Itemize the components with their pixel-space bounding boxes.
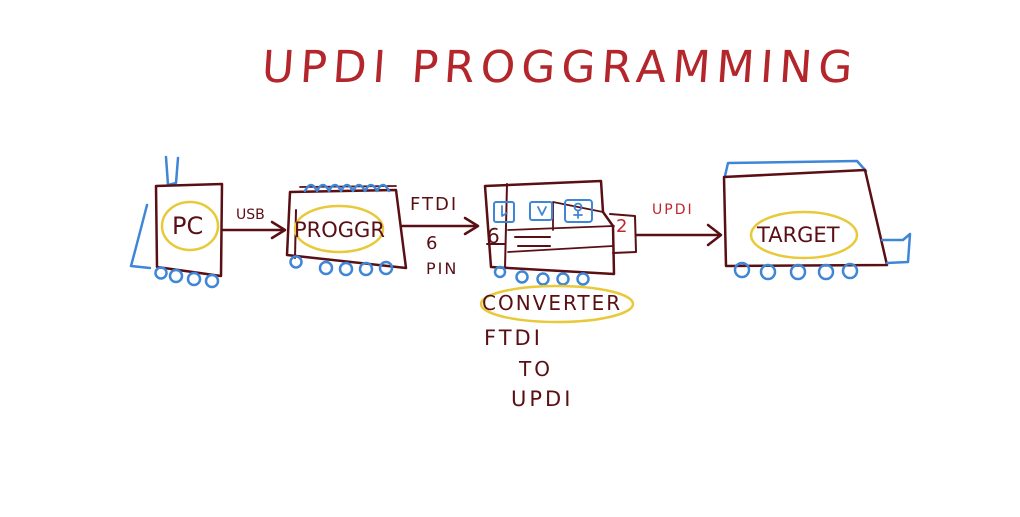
converter-pin-count-right: 2 [616, 216, 628, 237]
updi-arrow [634, 223, 723, 247]
usb-arrow [221, 220, 287, 240]
programmer-block [285, 183, 408, 277]
converter-pin-count-left: 6 [487, 224, 500, 248]
wheel [556, 272, 570, 286]
wheel [493, 265, 507, 279]
updi-link-label: UPDI [652, 202, 694, 218]
ftdi-arrow [399, 216, 480, 236]
wheel [338, 261, 354, 277]
pc-label: PC [172, 212, 204, 240]
wheel [576, 272, 590, 286]
wheel [168, 268, 184, 284]
converter-desc-line1: FTDI [484, 326, 543, 350]
wheel [733, 261, 751, 279]
wheel [318, 260, 334, 276]
wheel [789, 263, 807, 281]
wheel [817, 263, 835, 281]
programmer-highlight [293, 204, 385, 254]
wheel [759, 263, 777, 281]
pc-block [129, 155, 224, 289]
wheel [536, 272, 550, 286]
converter-block [479, 179, 637, 324]
wheel [154, 266, 168, 280]
converter-label: CONVERTER [482, 291, 623, 315]
wheel [289, 255, 303, 269]
pc-highlight [160, 200, 220, 252]
programmer-label: PROGGR [294, 218, 385, 242]
target-highlight [749, 210, 859, 260]
diagram-title: UPDI PROGGRAMMING [260, 42, 861, 93]
wheel [186, 271, 202, 287]
wheel [841, 262, 859, 280]
converter-desc-line3: UPDI [511, 387, 574, 411]
pin-label: PIN [426, 259, 459, 278]
ftdi-link-label: FTDI [410, 194, 459, 215]
six-label: 6 [426, 233, 438, 254]
wheel [358, 261, 374, 277]
usb-label: USB [236, 207, 265, 223]
wheel [515, 270, 529, 284]
target-block [722, 159, 912, 281]
converter-highlight [479, 284, 635, 324]
target-label: TARGET [757, 223, 840, 247]
wheel [378, 260, 394, 276]
wheel [204, 273, 220, 289]
converter-desc-line2: TO [519, 357, 553, 381]
